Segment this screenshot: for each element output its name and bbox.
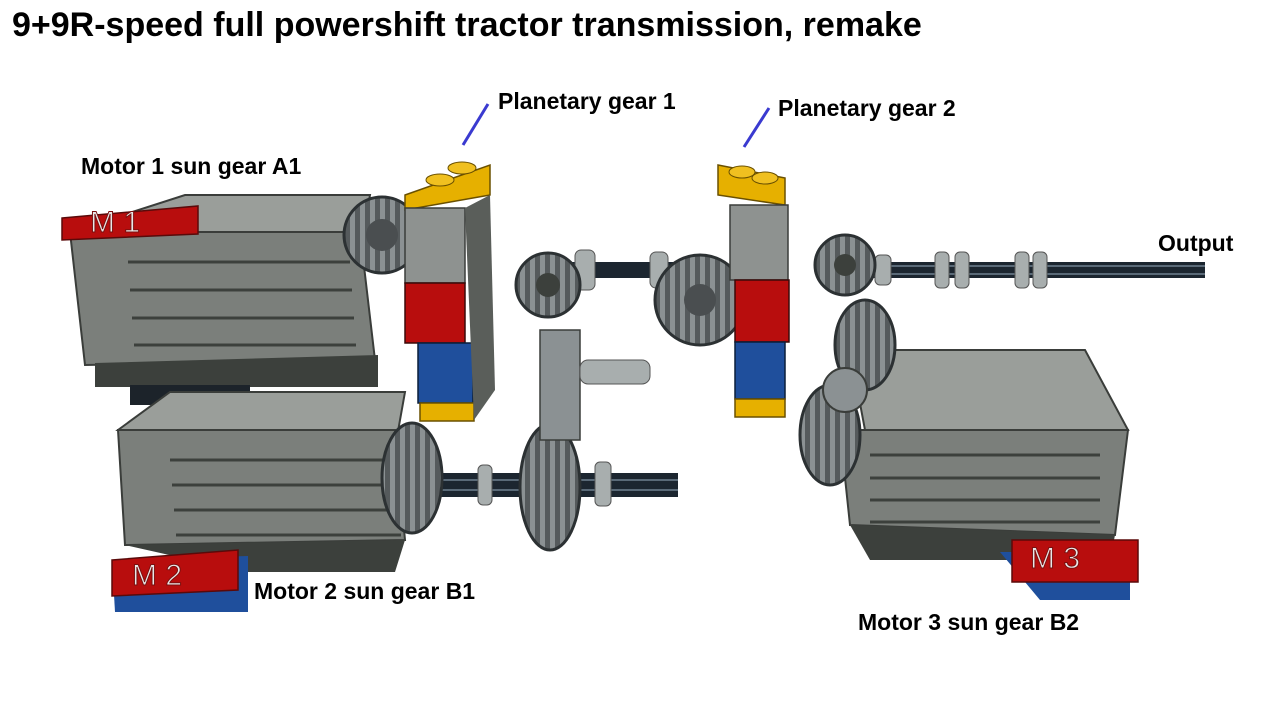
planetary-gear-2 — [653, 164, 877, 418]
motor-1-tag: M 1 — [90, 206, 140, 239]
lower-shaft — [380, 329, 678, 552]
diagram-title: 9+9R-speed full powershift tractor trans… — [12, 6, 922, 44]
planetary-gear-1-label: Planetary gear 1 — [498, 88, 676, 114]
motor-3-label: Motor 3 sun gear B2 — [858, 609, 1080, 635]
motor-1: M 1 — [61, 194, 378, 405]
motor-3-tag: M 3 — [1030, 542, 1080, 575]
motor-2-tag: M 2 — [132, 559, 182, 592]
motor-2-label: Motor 2 sun gear B1 — [254, 578, 476, 604]
planetary-gear-1 — [342, 161, 582, 422]
planetary-gear-2-leader — [742, 107, 771, 148]
output-label: Output — [1158, 230, 1234, 256]
planetary-gear-1-leader — [461, 103, 490, 146]
motor-3-gears — [798, 298, 897, 487]
output-shaft — [840, 251, 1205, 289]
planetary-gear-2-label: Planetary gear 2 — [778, 95, 956, 121]
motor-1-label: Motor 1 sun gear A1 — [81, 153, 302, 179]
motor-2: M 2 — [111, 391, 407, 612]
motor-3: M 3 — [838, 349, 1139, 600]
